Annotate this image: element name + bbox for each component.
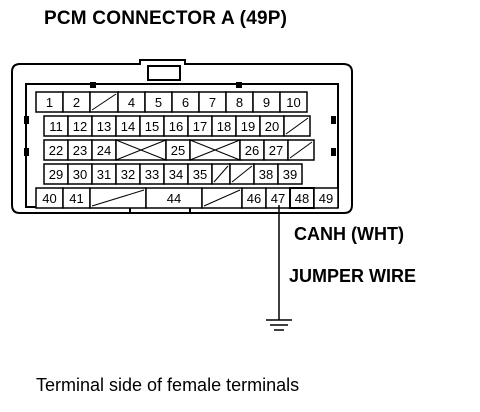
terminal-number: 35: [193, 167, 207, 182]
terminal-number: 48: [295, 191, 309, 206]
caption: Terminal side of female terminals: [36, 375, 300, 395]
terminal-number: 13: [97, 119, 111, 134]
terminal-number: 26: [245, 143, 259, 158]
terminal-number: 33: [145, 167, 159, 182]
terminal-number: 10: [286, 95, 300, 110]
unused-terminal-slash: [231, 165, 253, 183]
terminal-number: 8: [236, 95, 243, 110]
terminal-number: 34: [169, 167, 183, 182]
connector-latch: [147, 65, 181, 81]
terminal-number: 27: [269, 143, 283, 158]
top-tab: [90, 82, 96, 88]
terminal-number: 5: [155, 95, 162, 110]
terminal-number: 1: [46, 95, 53, 110]
terminal-number: 40: [42, 191, 56, 206]
terminal-number: 38: [259, 167, 273, 182]
terminal-number: 7: [209, 95, 216, 110]
side-tab-left: [24, 148, 29, 156]
jumper-wire-label: JUMPER WIRE: [289, 266, 417, 286]
unused-terminal-slash: [203, 189, 241, 207]
no-terminal-mark: [115, 139, 167, 161]
page-title: PCM CONNECTOR A (49P): [44, 8, 288, 29]
terminal-cell: [313, 187, 339, 209]
unused-terminal-slash: [285, 117, 309, 135]
unused-terminal-slash: [91, 189, 145, 207]
terminal-number: 16: [169, 119, 183, 134]
terminal-cell: [277, 163, 303, 185]
terminal-number: 30: [73, 167, 87, 182]
terminal-number: 44: [167, 191, 181, 206]
terminal-number: 9: [263, 95, 270, 110]
unused-terminal-slash: [91, 93, 117, 111]
terminal-number: 47: [271, 191, 285, 206]
terminal-number: 23: [73, 143, 87, 158]
terminal-number: 20: [265, 119, 279, 134]
terminal-cell: [279, 91, 308, 113]
terminal-number: 11: [49, 119, 63, 134]
terminal-number: 41: [69, 191, 83, 206]
terminal-number: 29: [49, 167, 63, 182]
terminal-number: 24: [97, 143, 111, 158]
terminal-number: 2: [73, 95, 80, 110]
canh-label: CANH (WHT): [294, 224, 404, 244]
terminal-number: 17: [193, 119, 207, 134]
no-terminal-mark: [189, 139, 241, 161]
terminal-number: 46: [247, 191, 261, 206]
terminal-number: 32: [121, 167, 135, 182]
ground-symbol-icon: [266, 319, 292, 331]
terminal-number: 19: [241, 119, 255, 134]
side-tab-right: [331, 116, 336, 124]
terminal-number: 22: [49, 143, 63, 158]
terminal-number: 15: [145, 119, 159, 134]
unused-terminal-slash: [213, 165, 229, 183]
side-tab-right: [331, 148, 336, 156]
terminal-number: 6: [182, 95, 189, 110]
side-tab-left: [24, 116, 29, 124]
terminal-number: 12: [73, 119, 87, 134]
terminal-number: 18: [217, 119, 231, 134]
unused-terminal-slash: [289, 141, 313, 159]
terminal-number: 49: [319, 191, 333, 206]
terminal-number: 39: [283, 167, 297, 182]
terminal-number: 14: [121, 119, 135, 134]
top-tab: [236, 82, 242, 88]
connector-housing: [11, 59, 353, 214]
terminal-number: 25: [171, 143, 185, 158]
terminal-number: 4: [128, 95, 135, 110]
terminal-number: 31: [97, 167, 111, 182]
